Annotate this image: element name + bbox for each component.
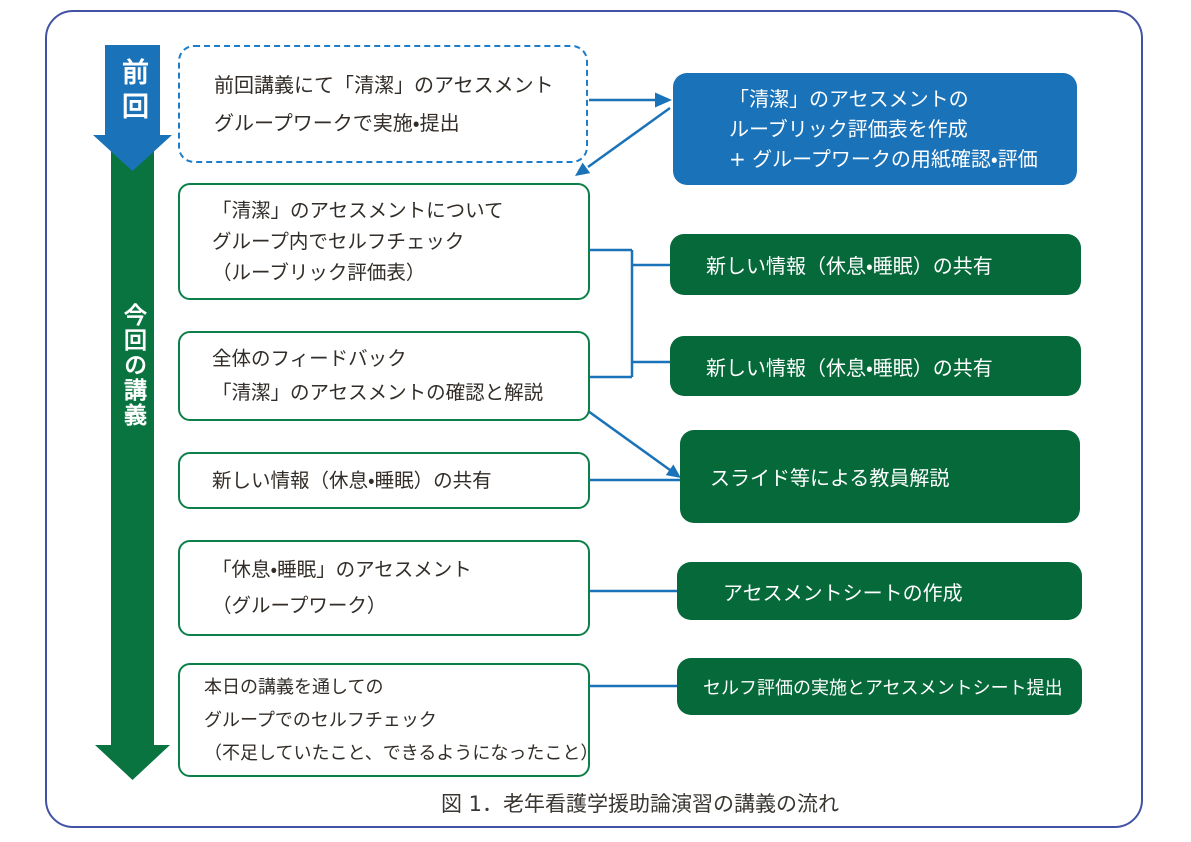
figure-frame [45, 10, 1143, 828]
lecture-step-line: 新しい情報（休息・睡眠）の共有 [212, 468, 492, 492]
activity-label: セルフ評価の実施とアセスメントシート提出 [703, 677, 1063, 699]
lecture-step-box-3: 新しい情報（休息・睡眠）の共有 [178, 452, 590, 509]
lecture-step-line: 「休息・睡眠」のアセスメント [212, 558, 472, 581]
activity-box-sheet: アセスメントシートの作成 [677, 562, 1082, 620]
lecture-step-box-5: 本日の講義を通しての グループでのセルフチェック （不足していたこと、できるよう… [178, 663, 599, 777]
activity-box-submit: セルフ評価の実施とアセスメントシート提出 [677, 658, 1082, 715]
activity-label: 新しい情報（休息・睡眠）の共有 [706, 355, 993, 380]
activity-box-share-2: 新しい情報（休息・睡眠）の共有 [670, 336, 1081, 396]
lecture-step-line: （ルーブリック評価表） [212, 261, 426, 284]
figure-caption: 図 1．老年看護学援助論演習の講義の流れ [440, 792, 840, 816]
lecture-step-line: 「清潔」のアセスメントについて [212, 199, 504, 222]
previous-session-line: 前回講義にて「清潔」のアセスメント [214, 73, 554, 97]
activity-box-slides: スライド等による教員解説 [680, 430, 1080, 523]
lecture-step-box-2: 全体のフィードバック 「清潔」のアセスメントの確認と解説 [178, 331, 590, 421]
teacher-prep-box: 「清潔」のアセスメントの ルーブリック評価表を作成 + グループワークの用紙確認… [673, 73, 1077, 185]
lecture-step-line: グループでのセルフチェック [204, 709, 437, 731]
lecture-step-line: 「清潔」のアセスメントの確認と解説 [212, 381, 544, 404]
lecture-step-box-1: 「清潔」のアセスメントについて グループ内でセルフチェック （ルーブリック評価表… [178, 183, 590, 300]
activity-box-share-1: 新しい情報（休息・睡眠）の共有 [670, 234, 1081, 295]
previous-session-line: グループワークで実施・提出 [214, 111, 460, 135]
lecture-step-line: （グループワーク） [212, 594, 387, 617]
lecture-step-line: グループ内でセルフチェック [212, 230, 465, 253]
lecture-step-box-4: 「休息・睡眠」のアセスメント （グループワーク） [178, 540, 590, 636]
lecture-step-line: （不足していたこと、できるようになったこと） [204, 742, 599, 764]
activity-label: スライド等による教員解説 [710, 466, 950, 490]
teacher-prep-line: + グループワークの用紙確認・評価 [729, 147, 1038, 171]
previous-session-box: 前回講義にて「清潔」のアセスメント グループワークで実施・提出 [178, 45, 588, 163]
lecture-step-line: 全体のフィードバック [212, 347, 407, 370]
teacher-prep-line: ルーブリック評価表を作成 [729, 117, 968, 141]
activity-label: 新しい情報（休息・睡眠）の共有 [706, 254, 993, 278]
lecture-step-line: 本日の講義を通しての [204, 676, 384, 698]
teacher-prep-line: 「清潔」のアセスメントの [729, 87, 969, 111]
activity-label: アセスメントシートの作成 [723, 580, 963, 605]
current-lecture-arrow-label: 今回の講義 [119, 302, 146, 428]
previous-arrow-label: 前回 [117, 58, 148, 126]
